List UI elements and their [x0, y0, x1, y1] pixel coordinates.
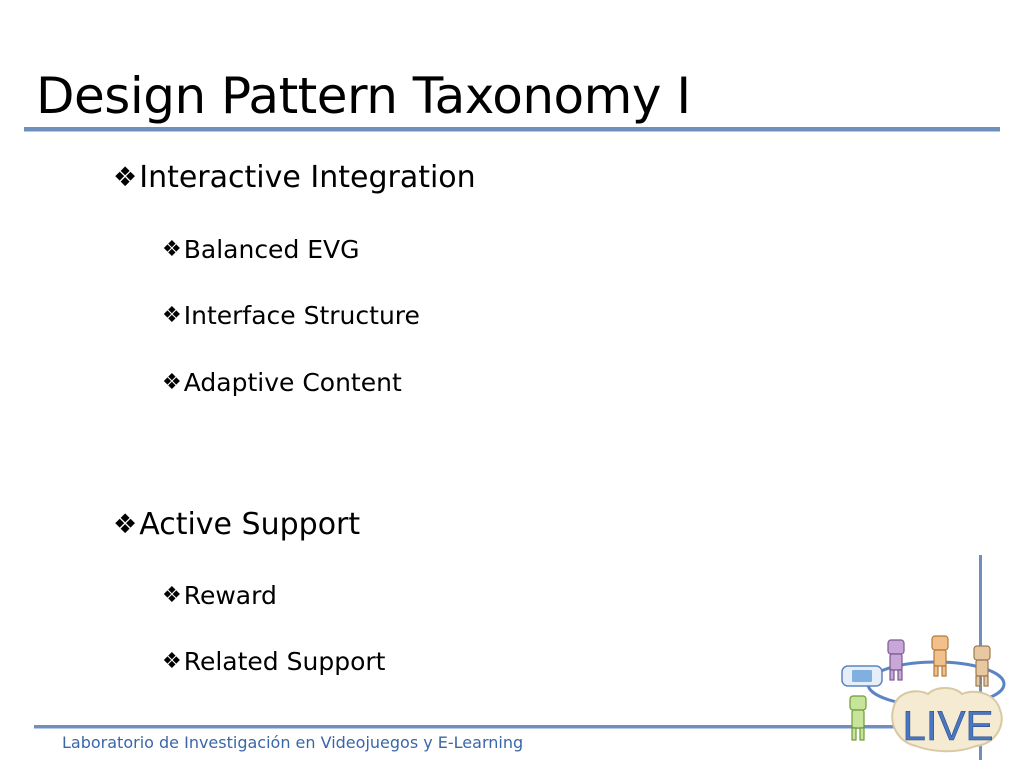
footer-lab-name: Laboratorio de Investigación en Videojue… [62, 733, 524, 752]
sub-bullet-item: ❖ Reward [162, 581, 277, 610]
diamond-bullet-icon: ❖ [162, 236, 182, 262]
live-lab-logo-icon: LIVE [841, 635, 1006, 753]
diamond-bullet-icon: ❖ [162, 302, 182, 328]
handheld-console-icon [841, 665, 883, 687]
title-divider [24, 127, 1000, 132]
figure-tan [973, 645, 991, 687]
bullet-text: Adaptive Content [183, 368, 402, 397]
footer-divider [34, 725, 980, 729]
diamond-bullet-icon: ❖ [162, 582, 182, 608]
bullet-text: Interactive Integration [139, 160, 476, 195]
figure-orange [931, 635, 949, 677]
bullet-text: Balanced EVG [183, 235, 360, 264]
sub-bullet-item: ❖ Balanced EVG [162, 235, 360, 264]
sub-bullet-item: ❖ Related Support [162, 647, 385, 676]
diamond-bullet-icon: ❖ [162, 648, 182, 674]
bullet-text: Active Support [139, 507, 361, 542]
diamond-bullet-icon: ❖ [113, 162, 138, 193]
bullet-text: Related Support [183, 647, 386, 676]
bullet-item: ❖ Interactive Integration [113, 160, 476, 195]
sub-bullet-item: ❖ Interface Structure [162, 301, 420, 330]
bullet-text: Interface Structure [183, 301, 420, 330]
bullet-text: Reward [183, 581, 277, 610]
diamond-bullet-icon: ❖ [162, 369, 182, 395]
diamond-bullet-icon: ❖ [113, 509, 138, 540]
figure-purple [887, 639, 905, 681]
figure-green [849, 695, 867, 741]
slide-title: Design Pattern Taxonomy I [36, 67, 691, 125]
bullet-item: ❖ Active Support [113, 507, 360, 542]
sub-bullet-item: ❖ Adaptive Content [162, 368, 402, 397]
svg-text:LIVE: LIVE [902, 702, 993, 749]
